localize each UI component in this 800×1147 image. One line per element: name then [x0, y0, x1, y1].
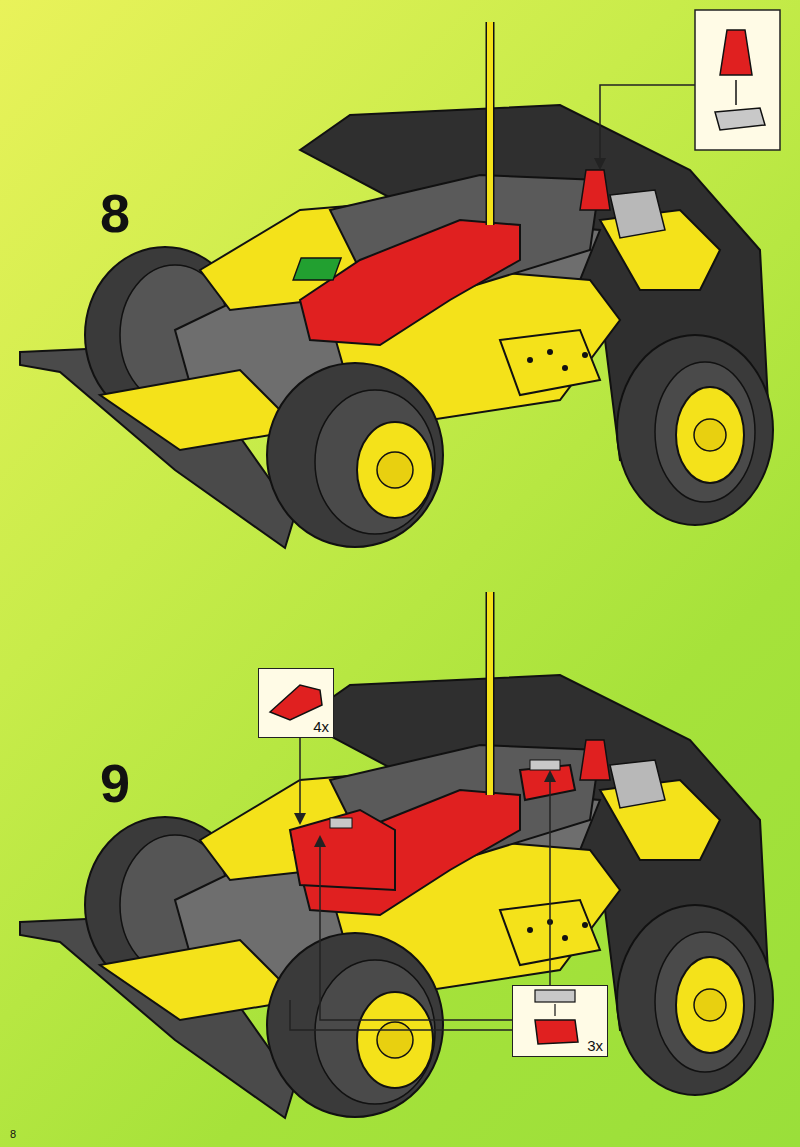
- quantity-label: 3x: [587, 1037, 603, 1054]
- page-number: 8: [10, 1128, 16, 1140]
- callout-box: 3x: [512, 985, 608, 1057]
- quantity-label: 4x: [313, 718, 329, 735]
- step-number: 9: [100, 752, 130, 814]
- step-number: 8: [100, 182, 130, 244]
- callout-box: 4x: [258, 668, 334, 738]
